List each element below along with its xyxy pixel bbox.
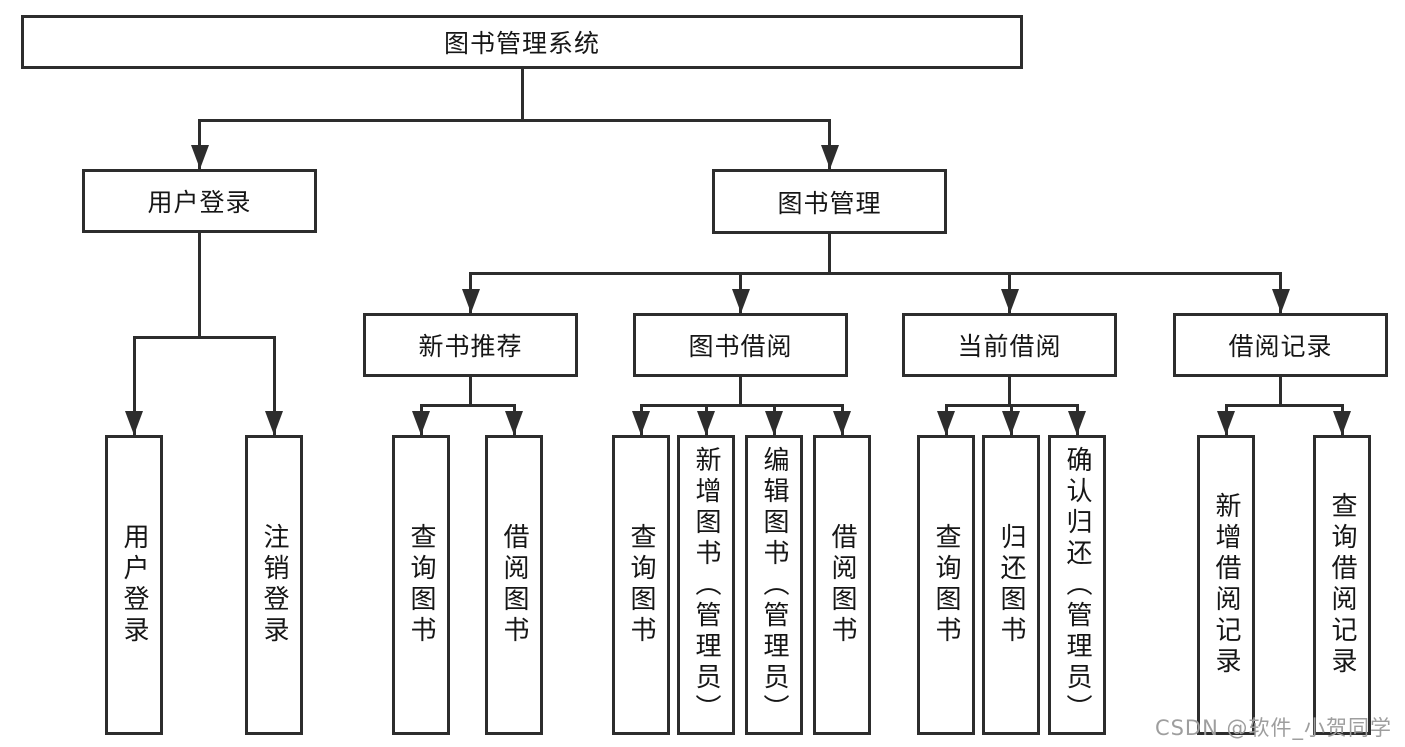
node-label: 新书推荐 <box>418 332 523 361</box>
arrowhead-down-icon <box>461 289 480 313</box>
node-label: 新增图书（管理员） <box>691 445 721 725</box>
node-bb-edit-book: 编辑图书（管理员） <box>745 435 803 735</box>
connector-rail-root <box>198 119 831 122</box>
arrowhead-down-icon <box>1217 411 1235 435</box>
node-br-query-record: 查询借阅记录 <box>1313 435 1371 735</box>
node-current-borrow: 当前借阅 <box>902 313 1117 377</box>
arrowhead-down-icon <box>1068 411 1086 435</box>
arrowhead-down-icon <box>1000 289 1019 313</box>
arrowhead-down-icon <box>632 411 650 435</box>
connector-rail-user-login-module <box>132 336 276 339</box>
node-user-login-module: 用户登录 <box>82 169 317 233</box>
connector-rail-new-book-recommend <box>419 404 516 407</box>
connector-rail-book-management <box>469 272 1282 275</box>
arrowhead-down-icon <box>937 411 955 435</box>
node-label: 确认归还（管理员） <box>1062 445 1092 725</box>
arrowhead-down-icon <box>697 411 715 435</box>
node-bb-query-book: 查询图书 <box>612 435 670 735</box>
node-borrow-records: 借阅记录 <box>1173 313 1388 377</box>
arrowhead-down-icon <box>731 289 750 313</box>
connector-stem-book-borrow <box>739 377 742 404</box>
node-user-login: 用户登录 <box>105 435 163 735</box>
node-label: 查询图书 <box>626 523 656 647</box>
arrowhead-down-icon <box>1271 289 1290 313</box>
node-label: 用户登录 <box>119 523 149 647</box>
arrowhead-down-icon <box>833 411 851 435</box>
connector-drop-book-management <box>828 119 831 169</box>
connector-drop-user-login-module <box>198 119 201 169</box>
node-label: 注销登录 <box>259 523 289 647</box>
arrowhead-down-icon <box>190 145 209 169</box>
connector-rail-book-borrow <box>639 404 844 407</box>
node-label: 图书借阅 <box>688 332 793 361</box>
connector-stem-current-borrow <box>1008 377 1011 404</box>
node-label: 编辑图书（管理员） <box>759 445 789 725</box>
arrowhead-down-icon <box>1002 411 1020 435</box>
node-label: 查询借阅记录 <box>1327 492 1357 678</box>
connector-drop-user-login <box>132 336 136 435</box>
node-label: 用户登录 <box>147 188 252 217</box>
connector-stem-root <box>520 69 524 119</box>
connector-stem-book-management <box>828 234 831 272</box>
node-cb-query-book: 查询图书 <box>917 435 975 735</box>
node-br-add-record: 新增借阅记录 <box>1197 435 1255 735</box>
arrowhead-down-icon <box>1333 411 1351 435</box>
connector-stem-new-book-recommend <box>469 377 472 404</box>
node-label: 图书管理 <box>777 188 882 218</box>
node-label: 图书管理系统 <box>443 29 600 58</box>
arrowhead-down-icon <box>820 145 839 169</box>
node-label: 新增借阅记录 <box>1211 492 1241 678</box>
connector-drop-user-logout <box>272 336 276 435</box>
node-label: 当前借阅 <box>957 332 1062 361</box>
csdn-watermark: CSDN @软件_小贺同学 <box>1154 716 1392 740</box>
node-label: 借阅图书 <box>499 523 529 647</box>
connector-rail-borrow-records <box>1224 404 1344 407</box>
arrowhead-down-icon <box>412 411 430 435</box>
node-nbr-query-book: 查询图书 <box>392 435 450 735</box>
arrowhead-down-icon <box>265 411 283 435</box>
node-nbr-borrow-book: 借阅图书 <box>485 435 543 735</box>
node-new-book-recommend: 新书推荐 <box>363 313 578 377</box>
arrowhead-down-icon <box>125 411 143 435</box>
node-root: 图书管理系统 <box>21 15 1023 69</box>
node-label: 查询图书 <box>931 523 961 647</box>
node-label: 借阅记录 <box>1228 332 1333 361</box>
node-book-management: 图书管理 <box>712 169 947 234</box>
node-label: 归还图书 <box>996 523 1026 647</box>
connector-stem-user-login-module <box>198 233 201 336</box>
node-user-logout: 注销登录 <box>245 435 303 735</box>
node-cb-return-book: 归还图书 <box>982 435 1040 735</box>
node-book-borrow: 图书借阅 <box>633 313 848 377</box>
arrowhead-down-icon <box>765 411 783 435</box>
node-bb-borrow-book: 借阅图书 <box>813 435 871 735</box>
connector-stem-borrow-records <box>1279 377 1282 404</box>
node-bb-add-book: 新增图书（管理员） <box>677 435 735 735</box>
node-label: 查询图书 <box>406 523 436 647</box>
arrowhead-down-icon <box>505 411 523 435</box>
node-label: 借阅图书 <box>827 523 857 647</box>
node-cb-confirm-return: 确认归还（管理员） <box>1048 435 1106 735</box>
